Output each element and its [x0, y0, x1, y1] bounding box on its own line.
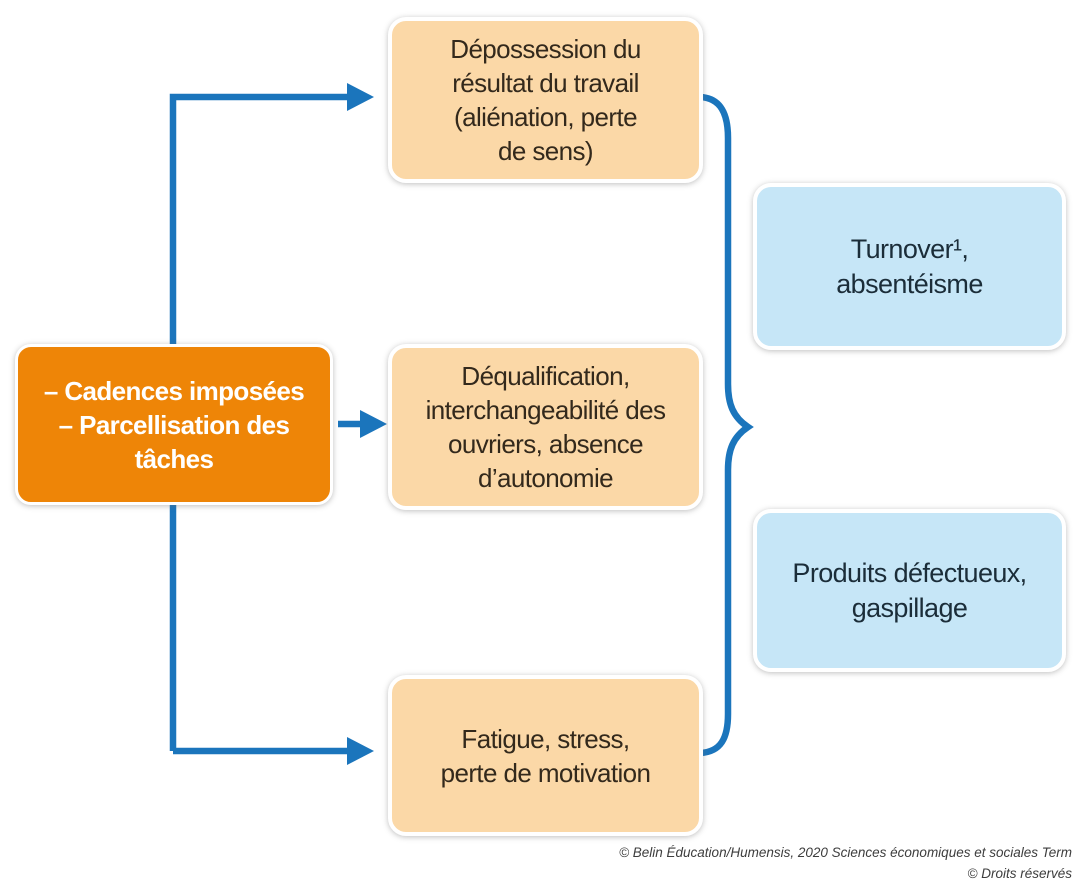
arrowhead-bottom [347, 737, 374, 765]
brace-connector [696, 93, 754, 757]
cause-box: – Cadences imposées – Parcellisation des… [15, 344, 333, 505]
branch-line-top [169, 93, 352, 751]
effect-box-dequalification: Déqualification, interchangeabilité des … [388, 344, 703, 510]
effect-box-fatigue: Fatigue, stress, perte de motivation [388, 675, 703, 836]
arrowhead-middle [360, 410, 387, 438]
copyright-credit: © Belin Éducation/Humensis, 2020 Science… [619, 842, 1072, 884]
copyright-line-rights: © Droits réservés [967, 866, 1072, 881]
arrowhead-top [347, 83, 374, 111]
copyright-line-publisher: © Belin Éducation/Humensis, 2020 Science… [619, 845, 1072, 860]
outcome-box-produits-defectueux: Produits défectueux, gaspillage [753, 509, 1066, 672]
effect-box-depossession: Dépossession du résultat du travail (ali… [388, 17, 703, 183]
outcome-box-turnover: Turnover¹, absentéisme [753, 183, 1066, 350]
